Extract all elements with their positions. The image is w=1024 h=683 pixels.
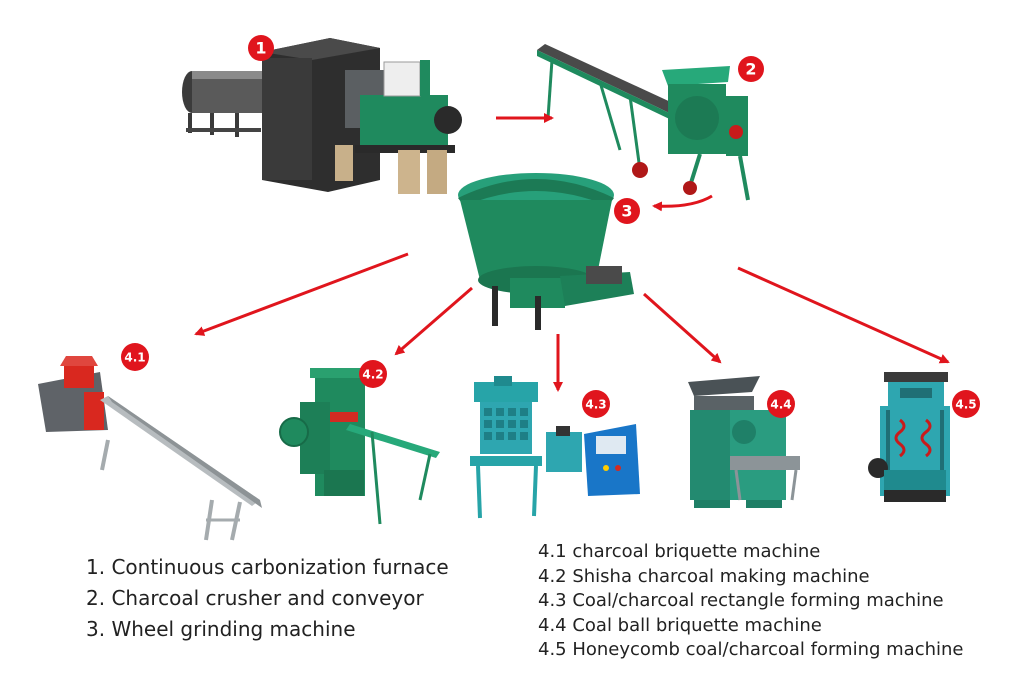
legend-item-4-2: 4.2 Shisha charcoal making machine	[538, 565, 870, 587]
arrow-3-to-4-2	[394, 286, 473, 356]
legend-item-4-3: 4.3 Coal/charcoal rectangle forming mach…	[538, 590, 944, 611]
legend-item-4-1: 4.1 charcoal briquette machine	[538, 541, 821, 562]
arrow-3-to-4-4	[642, 292, 722, 364]
honeycomb-forming-machine-image	[868, 372, 950, 502]
legend-item-1: 1. Continuous carbonization furnace	[86, 555, 449, 579]
arrow-3-to-4-5	[737, 266, 950, 364]
legend-item-2: 2. Charcoal crusher and conveyor	[86, 586, 424, 610]
badge-4-1: 4.1	[121, 343, 149, 371]
shisha-charcoal-machine-image	[279, 368, 440, 525]
svg-text:4.3: 4.3	[585, 398, 606, 412]
legend-left: 1. Continuous carbonization furnace 2. C…	[86, 552, 449, 645]
svg-text:3: 3	[621, 202, 632, 221]
arrow-3-to-4-1	[194, 252, 409, 336]
svg-text:4.2: 4.2	[362, 368, 383, 382]
svg-text:4.4: 4.4	[770, 398, 791, 412]
carbonization-furnace-image	[182, 38, 462, 194]
svg-text:2: 2	[745, 60, 756, 79]
svg-text:4.5: 4.5	[955, 398, 976, 412]
badge-4-5: 4.5	[952, 390, 980, 418]
crusher-conveyor-image	[537, 44, 750, 201]
arrow-2-to-3	[652, 194, 713, 212]
legend-item-4-4: 4.4 Coal ball briquette machine	[538, 614, 822, 636]
charcoal-briquette-machine-image	[38, 356, 262, 541]
coal-ball-briquette-machine-image	[688, 376, 800, 508]
badge-4-2: 4.2	[359, 360, 387, 388]
badge-4-4: 4.4	[767, 390, 795, 418]
legend-item-3: 3. Wheel grinding machine	[86, 617, 356, 641]
badge-4-3: 4.3	[582, 390, 610, 418]
legend-right: 4.1 charcoal briquette machine 4.2 Shish…	[538, 540, 964, 663]
wheel-grinder-image	[458, 173, 634, 330]
badge-1: 1	[248, 35, 274, 61]
flow-arrows	[194, 113, 950, 392]
badge-2: 2	[738, 56, 764, 82]
legend-item-4-5: 4.5 Honeycomb coal/charcoal forming mach…	[538, 639, 964, 660]
svg-text:4.1: 4.1	[124, 351, 145, 365]
svg-text:1: 1	[255, 39, 266, 58]
badge-3: 3	[614, 198, 640, 224]
rectangle-forming-machine-image	[470, 376, 640, 519]
